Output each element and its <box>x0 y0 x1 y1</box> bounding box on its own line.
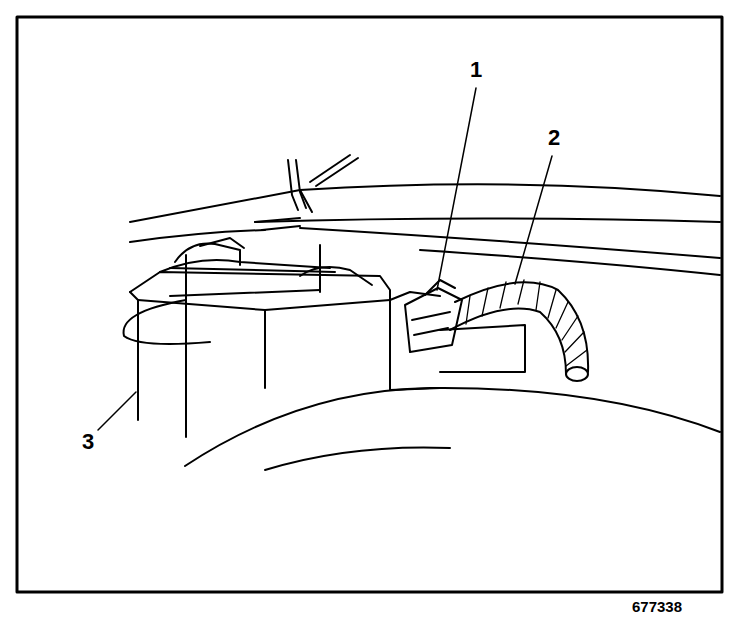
leader-line <box>437 88 476 290</box>
fender <box>185 388 720 470</box>
fender-wall <box>390 292 525 390</box>
leader-line <box>515 156 552 284</box>
figure-number: 677338 <box>630 598 684 615</box>
cowl-lines <box>130 184 720 275</box>
leader-lines <box>98 88 552 430</box>
battery <box>130 238 390 420</box>
callout-number: 1 <box>468 58 484 82</box>
wiper <box>288 155 358 210</box>
callout-number: 2 <box>546 126 562 150</box>
harness <box>450 280 588 381</box>
frame <box>17 17 722 592</box>
connector <box>405 280 462 352</box>
callout-number: 3 <box>80 430 96 454</box>
leader-line <box>98 392 136 430</box>
